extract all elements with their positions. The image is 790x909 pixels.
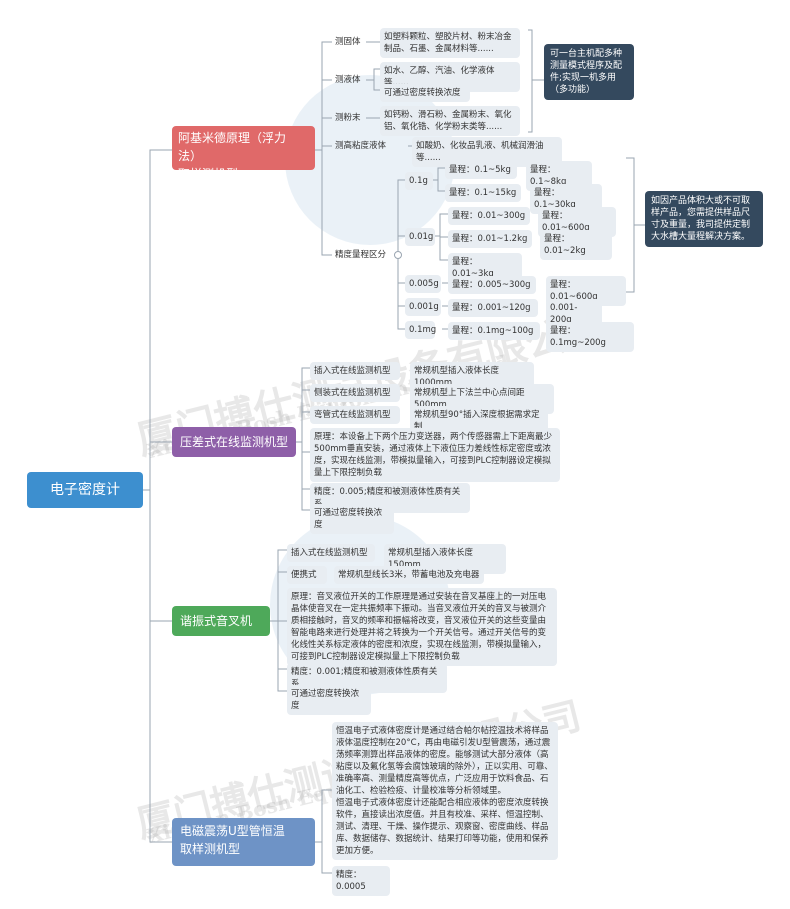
b2-item-0-label[interactable]: 插入式在线监测机型 [310, 362, 400, 380]
range-4-1: 量程：0.1mg~200g [546, 322, 634, 352]
range-0-0: 量程：0.1~5kg [445, 161, 517, 179]
root-node[interactable]: 电子密度计 [27, 472, 143, 508]
branch-u-tube[interactable]: 电磁震荡U型管恒温 取样测机型 [172, 818, 315, 866]
precision-res-3: 0.001g [405, 298, 441, 316]
b2-item-1-label[interactable]: 侧装式在线监测机型 [310, 384, 400, 402]
range-3-0: 量程：0.001~120g [448, 299, 538, 317]
range-1-0: 量程：0.01~300g [448, 207, 530, 225]
solid-label[interactable]: 测固体 [335, 37, 361, 47]
b3-principle: 原理：音叉液位开关的工作原理是通过安装在音叉基座上的一对压电晶体使音叉在一定共振… [287, 588, 557, 666]
note-multi-function: 可一台主机配多种测量模式程序及配件;实现一机多用（多功能） [544, 44, 634, 100]
b4-accuracy: 精度：0.0005 [332, 866, 390, 896]
range-1-2: 量程：0.01~1.2kg [448, 230, 532, 248]
range-2-0: 量程：0.005~300g [448, 276, 536, 294]
liquid-desc-2: 可通过密度转换浓度 [380, 84, 470, 102]
b3-concentration: 可通过密度转换浓度 [287, 685, 371, 715]
note-custom-tank: 如因产品体积大或不可取样产品，您需提供样品尺寸及重量，我司提供定制大水槽大量程解… [645, 191, 763, 247]
precision-res-2: 0.005g [405, 275, 441, 293]
precision-res-0: 0.1g [405, 172, 433, 190]
range-4-0: 量程：0.1mg~100g [448, 322, 540, 340]
viscous-label[interactable]: 测高粘度液体 [335, 141, 387, 151]
precision-res-4: 0.1mg [405, 321, 436, 339]
b3-item-1-label[interactable]: 便携式 [287, 566, 327, 584]
range-1-3: 量程：0.01~2kg [540, 230, 612, 260]
b2-concentration: 可通过密度转换浓度 [310, 504, 394, 534]
branch-pressure-diff[interactable]: 压差式在线监测机型 [172, 427, 296, 457]
b3-item-0-label[interactable]: 插入式在线监测机型 [287, 544, 375, 562]
b4-desc: 恒温电子式液体密度计是通过结合帕尔帖控温技术将样品液体温度控制在20°C，再由电… [332, 722, 558, 860]
precision-res-1: 0.01g [405, 228, 435, 246]
range-0-2: 量程：0.1~15kg [445, 184, 521, 202]
powder-label[interactable]: 测粉末 [335, 113, 361, 123]
branch-archimedes[interactable]: 阿基米德原理（浮力法） 取样测机型 [172, 126, 315, 181]
powder-desc: 如钙粉、滑石粉、金属粉末、氧化铝、氧化锆、化学粉末类等...... [380, 106, 520, 136]
precision-label[interactable]: 精度量程区分 [335, 250, 387, 260]
b2-principle: 原理：本设备上下两个压力变送器，两个传感器需上下距离最少500mm垂直安装，通过… [310, 428, 560, 482]
b3-item-1-desc: 常规机型线长3米，带蓄电池及充电器 [334, 566, 484, 584]
branch-tuning-fork[interactable]: 谐振式音叉机型 [172, 606, 270, 658]
liquid-label[interactable]: 测液体 [335, 75, 361, 85]
b2-item-2-label[interactable]: 弯管式在线监测机型 [310, 406, 400, 424]
solid-desc: 如塑料颗粒、塑胶片材、粉末冶金制品、石墨、金属材料等...... [380, 28, 520, 58]
